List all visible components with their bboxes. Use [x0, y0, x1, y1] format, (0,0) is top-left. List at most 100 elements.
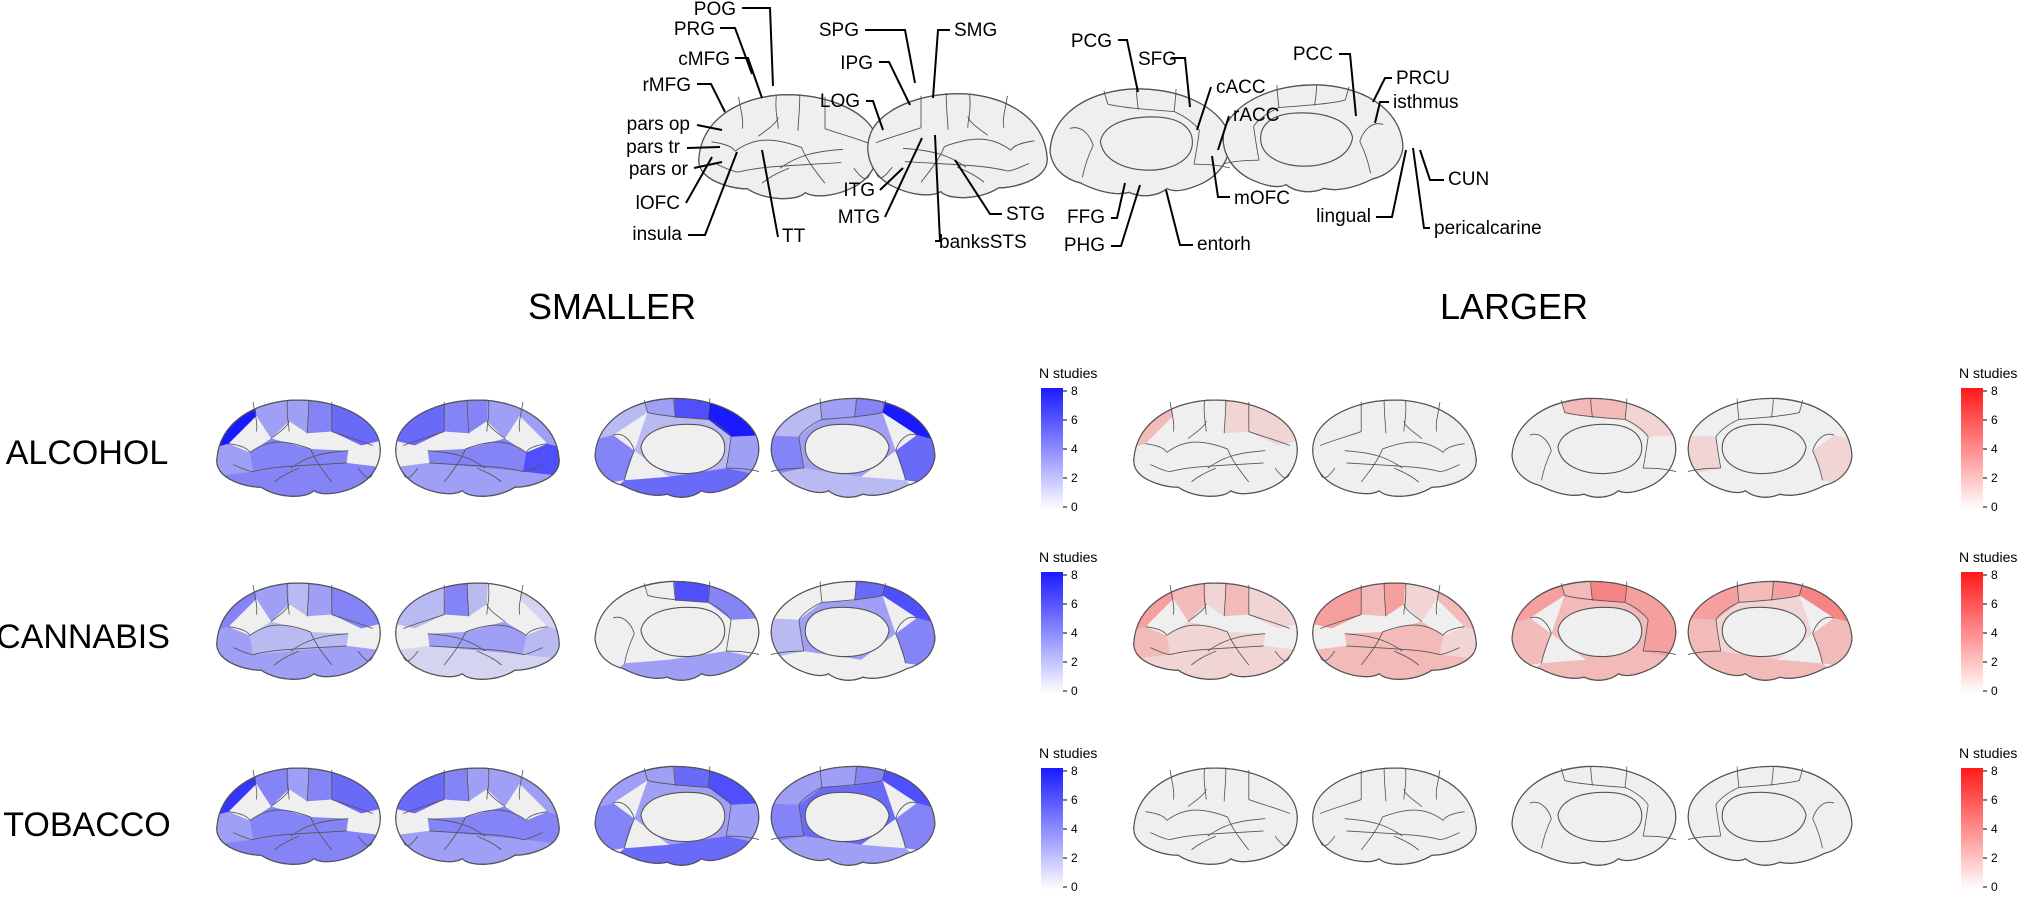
brain-region [1737, 390, 1773, 420]
legend-tick: 6 [1071, 597, 1078, 611]
brain-region [307, 768, 332, 802]
brain-region [1133, 645, 1298, 680]
atlas-label-lateral_right-6: STG [1006, 204, 1045, 225]
legend-tick: 4 [1071, 626, 1078, 640]
brain-medial-left-smaller-0-2 [594, 397, 760, 498]
brain-lateral-left-smaller-0-0 [216, 399, 381, 497]
brain-region [1361, 758, 1386, 802]
atlas-label-medial_right-2: isthmus [1393, 92, 1458, 113]
medial-cavity [804, 606, 890, 658]
legend-tick: 0 [1991, 684, 1998, 698]
atlas-label-lateral_left-5: pars tr [626, 137, 681, 158]
leader-lines [685, 7, 1444, 247]
legend-colorbar [1961, 388, 1983, 510]
legend-tick: 6 [1991, 793, 1998, 807]
brain-region [1590, 581, 1627, 603]
brain-region [1561, 581, 1593, 601]
brain-medial-left-larger-2-2 [1511, 758, 1677, 866]
atlas-label-medial_left-7: entorh [1197, 234, 1251, 255]
brain-lateral-left-smaller-1-0 [216, 582, 381, 680]
brain-medial-right-smaller-0-3 [770, 397, 936, 498]
brain-region [1312, 645, 1477, 680]
atlas-label-lateral_left-1: PRG [674, 19, 715, 40]
brain-medial-left-smaller-2-2 [594, 765, 760, 866]
brain-region [820, 573, 856, 603]
brain-region [216, 645, 381, 680]
brain-region [427, 806, 527, 840]
legend-tick: 6 [1071, 413, 1078, 427]
panel-larger-alcohol [1133, 390, 1853, 498]
atlas-label-medial_right-3: CUN [1448, 169, 1489, 190]
medial-cavity [1721, 606, 1807, 658]
legend-title: N studies [1959, 549, 2017, 565]
legend-tick: 8 [1991, 764, 1998, 778]
panel-smaller-alcohol [216, 397, 936, 498]
atlas-label-lateral_left-3: rMFG [642, 75, 691, 96]
brain-region [1771, 581, 1803, 601]
atlas-label-medial_left-0: PCG [1071, 31, 1112, 52]
medial-cavity [1721, 791, 1807, 843]
brain-lateral-right-larger-0-1 [1312, 390, 1477, 497]
panel-larger-cannabis [1133, 580, 1853, 681]
atlas-label-medial_right-4: lingual [1316, 206, 1371, 227]
medial-cavity [640, 791, 726, 843]
brain-region [854, 398, 886, 418]
brain-region [595, 836, 759, 866]
brain-region [644, 766, 676, 786]
brain-lateral-right-atlas-1 [867, 92, 1048, 199]
brain-medial-left-atlas-2 [1049, 88, 1231, 197]
brain-medial-left-larger-1-2 [1511, 580, 1677, 681]
brain-medial-right-larger-1-3 [1687, 580, 1853, 681]
legend-tick: 8 [1991, 384, 1998, 398]
atlas-label-lateral_left-8: insula [632, 224, 682, 245]
brain-region [395, 645, 560, 680]
brain-lateral-left-larger-2-0 [1133, 758, 1298, 865]
brain-region [1224, 583, 1249, 617]
atlas-label-medial_right-5: pericalcarine [1434, 218, 1542, 239]
legend-tick: 4 [1991, 822, 1998, 836]
atlas-label-lateral_left-6: pars or [629, 159, 689, 180]
brain-region [1361, 390, 1386, 434]
atlas-label-lateral_right-1: SMG [954, 20, 997, 41]
brain-region [307, 583, 332, 617]
brain-region [673, 398, 710, 420]
atlas-label-lateral_left-7: lOFC [636, 193, 680, 214]
legend-tick: 6 [1991, 413, 1998, 427]
brain-region [1737, 758, 1773, 788]
legend-colorbar [1961, 572, 1983, 694]
brain-region [1591, 758, 1627, 788]
atlas-label-medial_left-1: SFG [1138, 49, 1177, 70]
brain-lateral-left-atlas-0 [698, 93, 879, 200]
brain-region [673, 581, 710, 603]
brain-region [1512, 651, 1676, 681]
atlas-label-lateral_right-2: IPG [840, 53, 873, 74]
brain-region [771, 468, 935, 498]
brain-medial-left-smaller-1-2 [594, 580, 760, 681]
brain-lateral-right-larger-2-1 [1312, 758, 1477, 865]
legend-tick: 2 [1071, 655, 1078, 669]
brain-lateral-left-larger-0-0 [1133, 399, 1298, 497]
atlas-label-medial_left-6: PHG [1064, 235, 1105, 256]
legend-tick: 8 [1071, 568, 1078, 582]
row-label-tobacco: TOBACCO [3, 806, 171, 844]
brain-region [1224, 400, 1249, 434]
brain-region [854, 766, 886, 786]
legend-tick: 4 [1991, 626, 1998, 640]
brain-lateral-right-smaller-0-1 [395, 399, 560, 497]
medial-cavity [1557, 791, 1643, 843]
legend-title: N studies [1039, 549, 1097, 565]
brain-region [1224, 758, 1249, 802]
atlas-label-lateral_right-3: LOG [820, 91, 860, 112]
legend-title: N studies [1959, 365, 2017, 381]
brain-lateral-right-smaller-1-1 [395, 582, 560, 680]
brain-medial-right-smaller-1-3 [770, 573, 936, 681]
legend-tick: 8 [1071, 764, 1078, 778]
medial-cavity [1557, 606, 1643, 658]
legend-tick: 4 [1071, 442, 1078, 456]
